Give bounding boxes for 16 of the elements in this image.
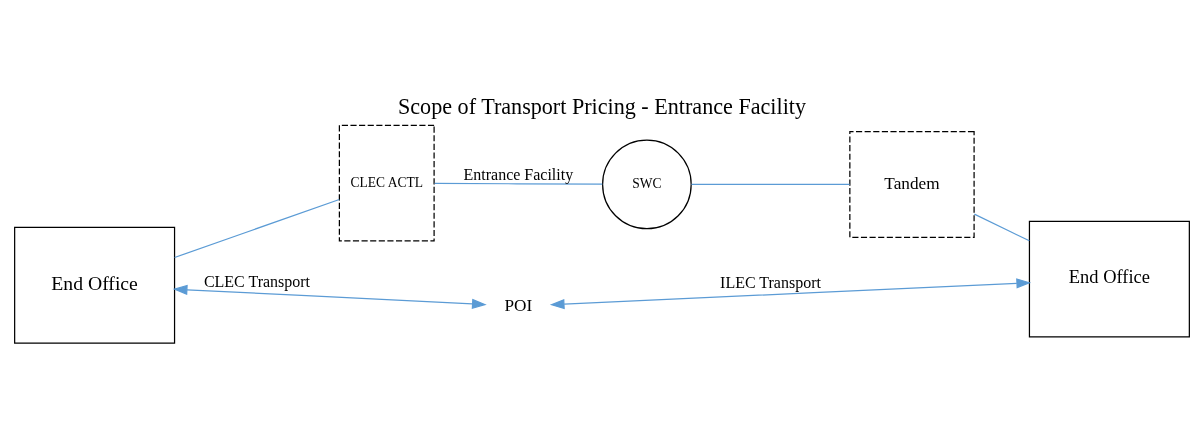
arrow (172, 284, 487, 309)
node-text: POI (504, 295, 533, 315)
edge-label: ILEC Transport (720, 273, 821, 291)
node-box: Tandem (849, 130, 975, 238)
connector (174, 198, 340, 258)
connector (434, 182, 603, 185)
node-box: End Office (1028, 220, 1190, 338)
connector (690, 183, 851, 185)
node-box: CLEC ACTL (338, 124, 435, 242)
arrow (549, 277, 1032, 309)
node-circle: SWC (602, 139, 692, 229)
connector (973, 213, 1030, 241)
edge-label: CLEC Transport (203, 272, 311, 290)
edge-label: Entrance Facility (463, 165, 574, 183)
diagram-title: Scope of Transport Pricing - Entrance Facility (397, 93, 807, 119)
node-box: End Office (14, 226, 176, 344)
